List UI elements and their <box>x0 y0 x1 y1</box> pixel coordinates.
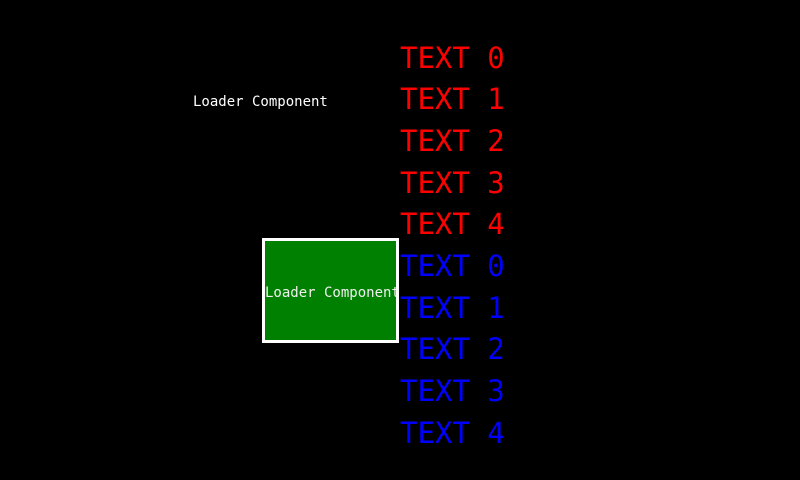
text-list-item-blue-4: TEXT 4 <box>400 415 505 450</box>
text-list-item-red-2: TEXT 2 <box>400 124 505 159</box>
text-list-item-blue-3: TEXT 3 <box>400 374 505 409</box>
text-list-item-red-3: TEXT 3 <box>400 165 505 200</box>
text-list-item-blue-1: TEXT 1 <box>400 290 505 325</box>
text-list-item-red-4: TEXT 4 <box>400 207 505 242</box>
text-list-item-blue-0: TEXT 0 <box>400 249 505 284</box>
text-list-item-blue-2: TEXT 2 <box>400 332 505 367</box>
text-list: TEXT 0 TEXT 1 TEXT 2 TEXT 3 TEXT 4 TEXT … <box>400 37 505 454</box>
loader-component-box: Loader Component <box>262 238 399 343</box>
loader-component-label: Loader Component <box>193 94 328 110</box>
text-list-item-red-0: TEXT 0 <box>400 40 505 75</box>
loader-component-box-label: Loader Component <box>265 285 399 301</box>
text-list-item-red-1: TEXT 1 <box>400 82 505 117</box>
